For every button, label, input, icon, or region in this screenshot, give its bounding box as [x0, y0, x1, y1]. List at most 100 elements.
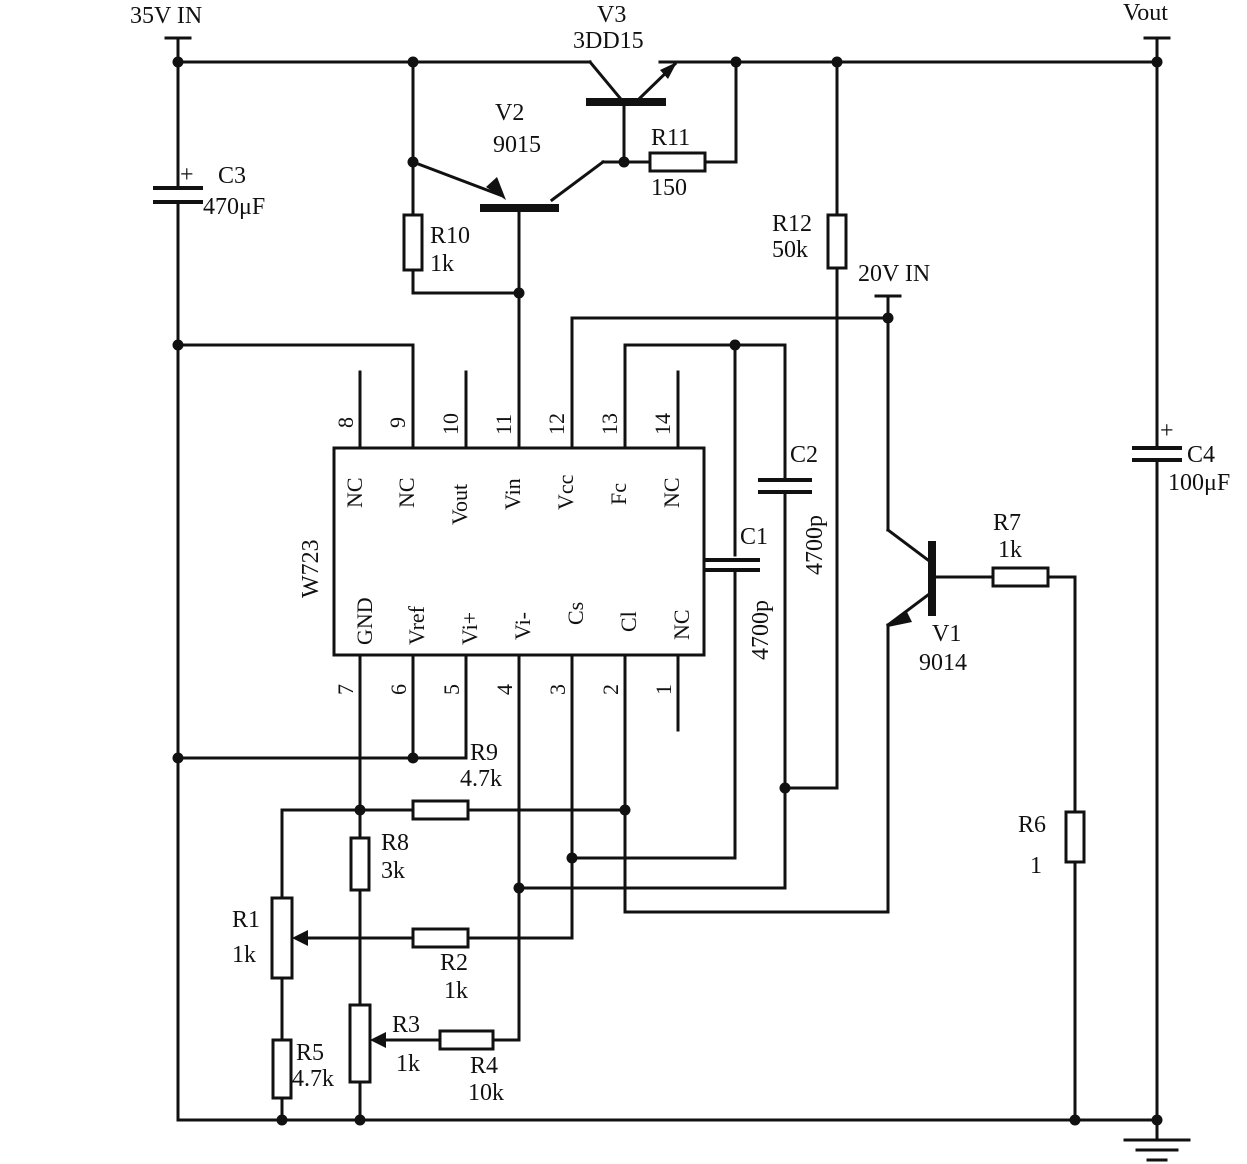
pin-name: NC — [669, 609, 694, 640]
c4-value: 100μF — [1168, 470, 1230, 496]
resistor-r12 — [826, 213, 848, 270]
pin-name: Vcc — [553, 474, 578, 510]
c3-value: 470μF — [203, 194, 265, 220]
pin-name: Vout — [447, 484, 472, 525]
pin-number: 1 — [651, 684, 676, 695]
potentiometer-r1 — [270, 896, 308, 980]
ic-bottom-pin-3: Cs 3 — [545, 602, 588, 695]
pin-name: Vi+ — [457, 612, 482, 645]
capacitor-c3 — [153, 186, 203, 204]
resistor-r2 — [411, 927, 470, 949]
v1-ref: V1 — [932, 621, 961, 647]
ic-bottom-pin-2: Cl 2 — [598, 611, 641, 695]
c4-ref: C4 — [1187, 442, 1215, 468]
r12-value: 50k — [772, 237, 808, 263]
r2-ref: R2 — [440, 950, 468, 976]
v2-ref: V2 — [495, 100, 524, 126]
ic-name: W723 — [298, 539, 324, 598]
c2-value: 4700p — [802, 515, 828, 575]
resistor-r10 — [402, 213, 424, 272]
pin-number: 10 — [438, 413, 463, 435]
ic-bottom-pin-7: GND 7 — [333, 597, 377, 695]
c1-value: 4700p — [748, 600, 774, 660]
pin-name: NC — [342, 477, 367, 508]
r12-ref: R12 — [772, 211, 812, 237]
pin-name: NC — [394, 477, 419, 508]
junction-dots — [172, 56, 1163, 1126]
pin-name: Vi- — [510, 612, 535, 640]
v3-part: 3DD15 — [573, 28, 644, 54]
r9-ref: R9 — [470, 740, 498, 766]
c1-ref: C1 — [740, 524, 768, 550]
v3-ref: V3 — [597, 2, 626, 28]
pin-number: 13 — [597, 413, 622, 435]
pin-number: 3 — [545, 684, 570, 695]
capacitor-c4 — [1132, 446, 1182, 462]
pin-number: 9 — [385, 417, 410, 428]
pin-name: NC — [659, 477, 684, 508]
supply-35v-label: 35V IN — [130, 3, 202, 29]
r11-ref: R11 — [651, 125, 690, 151]
r6-ref: R6 — [1018, 812, 1046, 838]
r9-value: 4.7k — [460, 766, 502, 792]
ic-bottom-pin-1: NC 1 — [651, 609, 694, 695]
r2-value: 1k — [444, 978, 468, 1004]
pin-name: Cs — [563, 602, 588, 625]
ic-top-pin-12: 12 Vcc — [544, 413, 578, 510]
resistor-r9 — [411, 799, 470, 821]
r1-ref: R1 — [232, 907, 260, 933]
pin-number: 12 — [544, 413, 569, 435]
ic-bottom-pin-5: Vi+ 5 — [439, 612, 482, 695]
ic-top-pin-10: 10 Vout — [438, 413, 472, 525]
r4-value: 10k — [468, 1080, 504, 1106]
ic-bottom-pin-6: Vref 6 — [386, 605, 429, 695]
r11-value: 150 — [651, 175, 687, 201]
pin-name: Vin — [500, 478, 525, 510]
pin-name: Fc — [606, 483, 631, 505]
resistor-r6 — [1064, 810, 1086, 864]
c3-polarity: + — [180, 162, 194, 188]
pin-number: 4 — [492, 684, 517, 695]
pin-number: 14 — [650, 413, 675, 435]
resistor-r7 — [991, 566, 1050, 588]
r6-value: 1 — [1030, 853, 1042, 879]
r10-ref: R10 — [430, 223, 470, 249]
ic-bottom-pin-4: Vi- 4 — [492, 612, 535, 695]
c4-polarity: + — [1160, 418, 1174, 444]
r5-ref: R5 — [296, 1040, 324, 1066]
pin-number: 11 — [491, 414, 516, 435]
r3-value: 1k — [396, 1051, 420, 1077]
capacitor-c1 — [704, 558, 760, 572]
transistor-v1 — [888, 541, 936, 627]
transistor-v2 — [480, 177, 559, 212]
r7-value: 1k — [998, 537, 1022, 563]
transistor-v3 — [586, 61, 678, 106]
r8-ref: R8 — [381, 830, 409, 856]
r8-value: 3k — [381, 858, 405, 884]
ic-top-pin-13: 13 Fc — [597, 413, 631, 505]
supply-vout-label: Vout — [1123, 0, 1168, 26]
pin-number: 7 — [333, 684, 358, 695]
pin-name: GND — [352, 597, 377, 645]
resistor-r4 — [438, 1029, 495, 1051]
r4-ref: R4 — [470, 1053, 498, 1079]
pin-name: Vref — [404, 605, 429, 645]
capacitor-c2 — [758, 478, 812, 494]
v2-part: 9015 — [493, 132, 541, 158]
r7-ref: R7 — [993, 510, 1021, 536]
r5-value: 4.7k — [292, 1066, 334, 1092]
c3-ref: C3 — [218, 163, 246, 189]
supply-20v-label: 20V IN — [858, 261, 930, 287]
ic-top-pin-14: 14 NC — [650, 413, 684, 508]
pin-name: Cl — [616, 611, 641, 632]
resistor-r8 — [349, 836, 371, 892]
pin-number: 6 — [386, 684, 411, 695]
ic-top-pin-9: 9 NC — [385, 417, 419, 508]
pin-number: 5 — [439, 684, 464, 695]
ic-top-pin-11: 11 Vin — [491, 414, 525, 510]
r3-ref: R3 — [392, 1012, 420, 1038]
pin-number: 8 — [333, 417, 358, 428]
pin-number: 2 — [598, 684, 623, 695]
resistor-r5 — [271, 1038, 293, 1100]
